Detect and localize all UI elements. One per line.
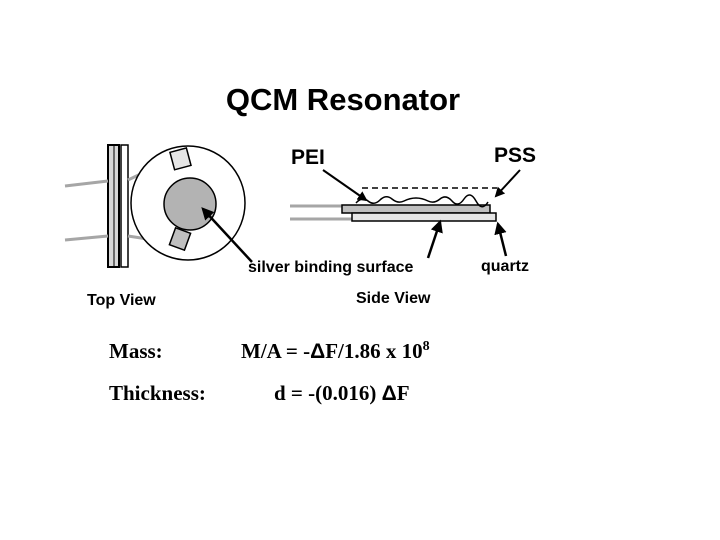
mass-equation-rest: F/1.86 x 10 — [325, 339, 423, 363]
label-side-view: Side View — [356, 290, 431, 307]
label-silver-binding-surface: silver binding surface — [248, 259, 413, 276]
arrow-quartz — [494, 221, 508, 257]
electrode-tab-top — [169, 147, 192, 171]
top-view-drawing — [64, 144, 246, 268]
silver-layer — [341, 204, 491, 214]
thickness-equation-rest: F — [396, 381, 410, 405]
electrode-tab-bottom — [168, 226, 192, 252]
label-pss: PSS — [494, 144, 536, 167]
mass-label: Mass: — [109, 339, 163, 363]
arrow-silver-top — [201, 207, 253, 263]
label-top-view: Top View — [87, 292, 156, 309]
arrow-silver-side — [426, 219, 443, 259]
quartz-layer — [351, 212, 497, 222]
mass-equation-prefix: M/A = - — [241, 339, 311, 363]
label-pei: PEI — [291, 146, 325, 169]
side-view-drawing — [290, 187, 497, 222]
arrow-pss — [494, 169, 521, 198]
arrow-pei — [322, 169, 368, 202]
mass-equation: M/A = -ΔF/1.86 x 108 — [241, 339, 430, 364]
pei-layer — [355, 194, 489, 208]
silver-electrode — [163, 177, 217, 231]
thickness-label: Thickness: — [109, 381, 206, 405]
mass-equation-exponent: 8 — [422, 339, 430, 354]
thickness-equation: d = -(0.016) ΔF — [274, 381, 410, 406]
diagram-title: QCM Resonator — [226, 82, 460, 117]
delta-symbol: Δ — [381, 382, 397, 405]
delta-symbol: Δ — [310, 340, 326, 363]
thickness-equation-prefix: d = -(0.016) — [274, 381, 382, 405]
label-quartz: quartz — [481, 258, 529, 275]
